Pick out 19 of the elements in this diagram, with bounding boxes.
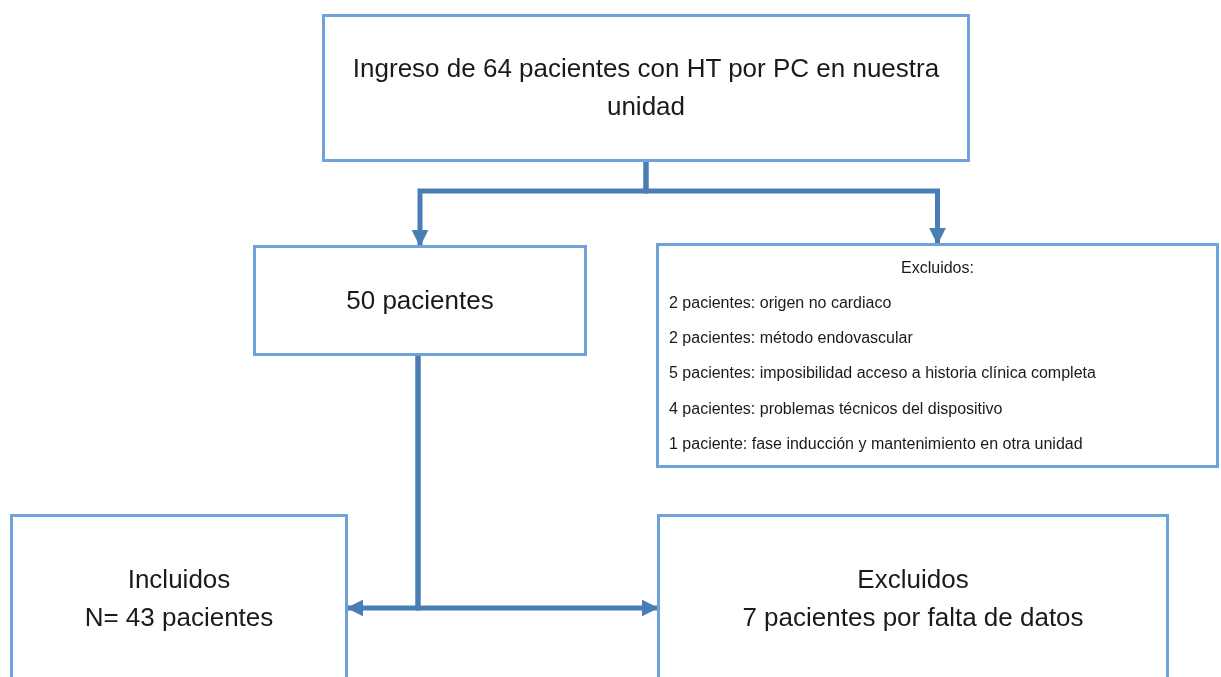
box-text: N= 43 pacientes [84,601,274,634]
box-heading: Excluidos: [901,258,974,278]
process-box [322,14,970,162]
arrow [415,356,659,617]
exclusion-item: 2 pacientes: origen no cardiaco [669,293,892,313]
box-text: Excluidos [857,563,969,597]
box-text: Incluidos [127,563,231,597]
process-box [657,514,1169,677]
process-box [656,243,1219,468]
exclusion-item: 5 pacientes: imposibilidad acceso a historia clínica completa [669,363,1096,383]
box-text: 7 pacientes por falta de datos [742,601,1084,634]
box-text: Ingreso de 64 pacientes con HT por PC en nuestra unidad [351,52,941,123]
exclusion-item: 2 pacientes: método endovascular [669,328,913,348]
box-text: 50 pacientes [346,283,494,317]
process-box [10,514,348,677]
arrow [643,162,946,245]
process-box [253,245,587,356]
exclusion-item: 4 pacientes: problemas técnicos del dispositivo [669,398,1003,418]
exclusion-item: 1 paciente: fase inducción y mantenimiento en otra unidad [669,433,1083,453]
